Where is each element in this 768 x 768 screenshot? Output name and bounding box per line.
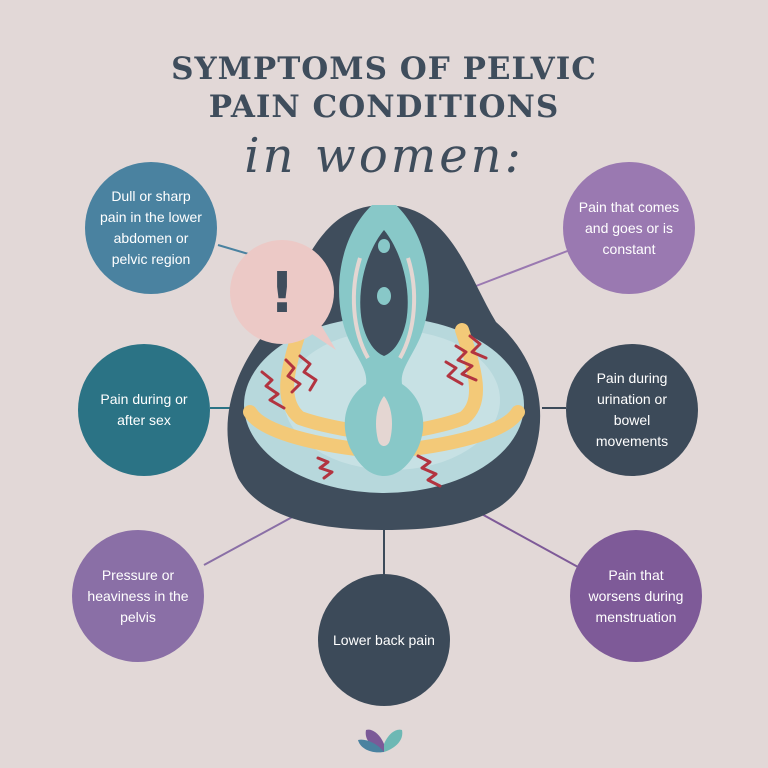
symptom-circle-top-right: Pain that comes and goes or is constant xyxy=(563,162,695,294)
symptom-circle-bottom-left: Pressure or heaviness in the pelvis xyxy=(72,530,204,662)
symptom-circle-bottom-center: Lower back pain xyxy=(318,574,450,706)
alert-symbol: ! xyxy=(269,261,295,326)
pelvis-side-arc-left xyxy=(351,257,370,359)
pain-zigzag-icon xyxy=(260,370,286,410)
connector-bottom-left xyxy=(203,514,297,566)
symptom-circle-mid-right: Pain during urination or bowel movements xyxy=(566,344,698,476)
pain-zigzag-icon xyxy=(444,360,464,386)
subtitle-script: in women: xyxy=(244,128,524,184)
alert-bubble-icon xyxy=(230,240,336,350)
symptom-circle-mid-left: Pain during or after sex xyxy=(78,344,210,476)
symptom-circle-bottom-right: Pain that worsens during menstruation xyxy=(570,530,702,662)
pelvis-lower-light xyxy=(376,396,392,446)
butterfly-logo-icon xyxy=(358,729,403,753)
pain-zigzag-icon xyxy=(454,344,478,382)
connector-bottom-right xyxy=(477,511,579,568)
pain-zigzag-icon xyxy=(468,334,488,360)
pain-zigzag-icon xyxy=(298,354,318,392)
pain-zigzag-icon xyxy=(316,456,334,480)
pelvis-inner-dot-mid xyxy=(377,287,391,305)
symptom-circle-top-left: Dull or sharp pain in the lower abdomen … xyxy=(85,162,217,294)
pelvis-side-arc-right xyxy=(398,257,417,359)
connector-top-right xyxy=(475,249,571,287)
title-line-1: SYMPTOMS OF PELVIC xyxy=(171,51,597,87)
pelvis-inner-dot-top xyxy=(378,239,390,253)
title-line-2: PAIN CONDITIONS xyxy=(208,89,560,125)
pain-zigzag-icon xyxy=(416,454,442,488)
pain-zigzag-icon xyxy=(284,358,302,394)
